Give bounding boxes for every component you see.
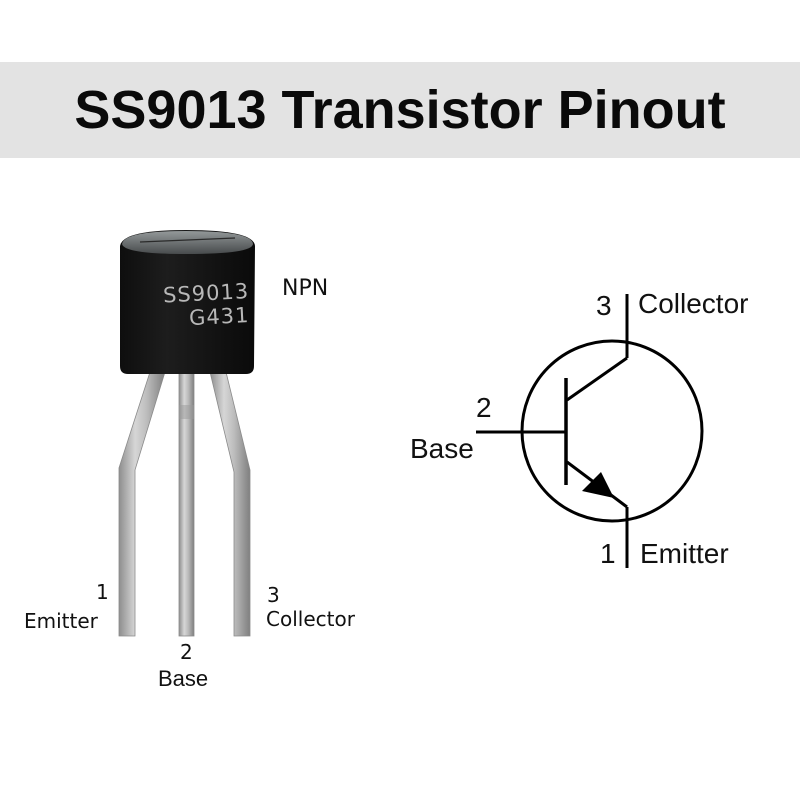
transistor-leads: [118, 371, 251, 637]
chip-marking-line2: G431: [188, 303, 250, 331]
schematic-emitter-name: Emitter: [640, 538, 729, 569]
pin3-name: Collector: [266, 607, 355, 631]
page-title: SS9013 Transistor Pinout: [74, 80, 726, 140]
collector-lead: [209, 371, 251, 637]
title-banner: SS9013 Transistor Pinout: [0, 62, 800, 158]
pin2-number: 2: [180, 640, 193, 664]
npn-schematic-symbol: [476, 294, 704, 568]
emitter-lead: [118, 371, 166, 637]
pin1-number: 1: [96, 580, 109, 604]
transistor-body: [120, 230, 255, 374]
pin1-name: Emitter: [24, 609, 98, 633]
schematic-base-number: 2: [476, 392, 492, 423]
schematic-collector-number: 3: [596, 290, 612, 321]
schematic-emitter-number: 1: [600, 538, 616, 569]
pin3-number: 3: [267, 583, 280, 607]
schematic-collector-name: Collector: [638, 288, 749, 319]
npn-type-label: NPN: [282, 276, 329, 301]
pin2-name: Base: [158, 666, 209, 691]
schematic-base-name: Base: [410, 433, 474, 464]
emitter-arrow-icon: [582, 472, 614, 498]
